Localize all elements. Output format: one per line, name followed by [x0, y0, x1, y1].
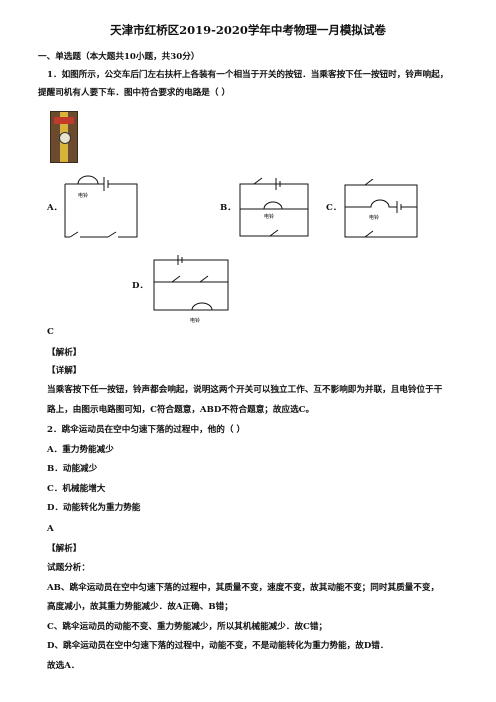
q1-detail-tag: 【详解】 — [47, 366, 82, 376]
q2-analysis-p1: AB、跳伞运动员在空中匀速下落的过程中，其质量不变，速度不变，故其动能不变；同时… — [47, 583, 440, 593]
q1-stem-line1: 1．如图所示，公交车后门左右扶杆上各装有一个相当于开关的按钮．当乘客按下任一按钮… — [47, 70, 449, 80]
q2-analysis-p2: 高度减小，故其重力势能减少．故A正确、B错； — [47, 602, 233, 612]
q1-detail-line1: 当乘客按下任一按钮，铃声都会响起，说明这两个开关可以独立工作、互不影响即为并联，… — [47, 385, 443, 395]
q1-stem-line2: 提醒司机有人要下车．图中符合要求的电路是（ ） — [38, 88, 231, 98]
q2-conclusion: 故选A． — [47, 661, 80, 671]
q2-answer: A — [47, 524, 54, 534]
q1-detail-line2: 路上，由图示电路图可知，C符合题意，ABD不符合题意；故应选C。 — [47, 405, 315, 415]
q2-analysis-tag: 【解析】 — [47, 544, 82, 554]
page-title: 天津市红桥区2019-2020学年中考物理一月模拟试卷 — [110, 23, 386, 37]
option-c-label: C． — [326, 203, 342, 213]
q2-option-d: D．动能转化为重力势能 — [47, 503, 141, 513]
bell-label-c: 电铃 — [369, 214, 379, 221]
bell-label-b: 电铃 — [264, 213, 274, 220]
q1-answer: C — [47, 327, 54, 337]
q2-analysis-sub: 试题分析： — [47, 563, 90, 573]
bell-label-d: 电铃 — [190, 317, 200, 324]
q2-option-b: B．动能减少 — [47, 464, 98, 474]
q2-analysis-p4: D、跳伞运动员在空中匀速下落的过程中，动能不变，不是动能转化为重力势能，故D错． — [47, 641, 389, 651]
q2-option-c: C．机械能增大 — [47, 484, 106, 494]
option-b-label: B． — [220, 203, 236, 213]
stop-button-image — [59, 132, 71, 144]
circuit-b: 电铃 — [239, 177, 309, 237]
q1-analysis-tag: 【解析】 — [47, 348, 82, 358]
q2-stem: 2．跳伞运动员在空中匀速下落的过程中，他的（ ） — [47, 425, 246, 435]
circuit-a: 电铃 — [64, 175, 138, 238]
bell-label-a: 电铃 — [78, 192, 88, 199]
section-heading: 一、单选题（本大题共10小题，共30分） — [38, 52, 200, 62]
option-d-label: D． — [132, 281, 149, 291]
circuit-c: 电铃 — [344, 179, 418, 238]
option-a-label: A． — [47, 203, 63, 213]
bus-button-photo — [50, 111, 78, 163]
sign-plate — [54, 117, 74, 124]
circuit-d: 电铃 — [153, 255, 229, 324]
q2-option-a: A．重力势能减少 — [47, 445, 114, 455]
q2-analysis-p3: C、跳伞运动员的动能不变、重力势能减少，所以其机械能减少．故C错； — [47, 622, 328, 632]
